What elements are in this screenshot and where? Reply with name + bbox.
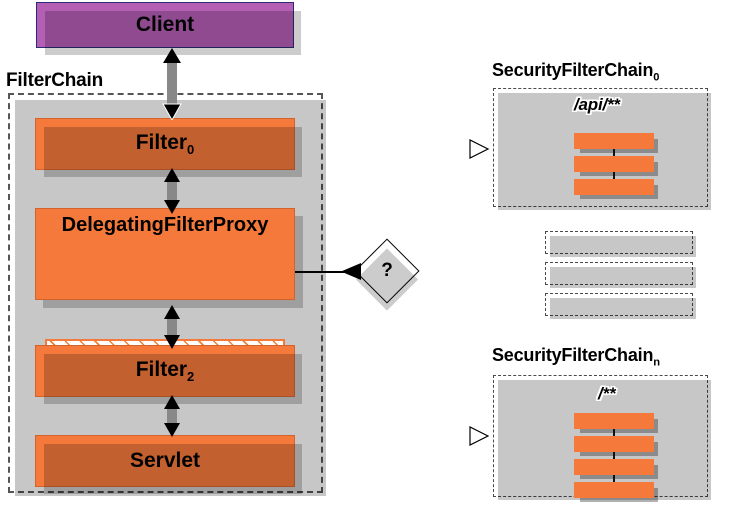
arrowhead-decision-left <box>341 263 361 280</box>
arrowhead-into-chain-n <box>469 425 490 447</box>
chain-n-filter-bar[interactable] <box>574 459 658 479</box>
servlet-label: Servlet <box>129 449 201 472</box>
decision-label: ? <box>381 260 393 281</box>
client-label: Client <box>135 13 195 36</box>
servlet-box[interactable]: Servlet <box>35 435 302 494</box>
security-filter-chain-0-pattern: /api/** <box>574 95 620 114</box>
delegating-filter-proxy-label: DelegatingFilterProxy <box>61 214 269 236</box>
chain-0-filter-bar[interactable] <box>574 156 658 176</box>
chain-n-filter-bar[interactable] <box>574 413 658 433</box>
arrow-client-filter0 <box>162 48 182 120</box>
filter-2-label: Filter2 <box>135 357 195 385</box>
arrow-delegating-filter2 <box>164 305 180 349</box>
chain-n-bar-connector <box>613 452 615 459</box>
filterchain-label: FilterChain <box>6 70 104 91</box>
arrow-filter0-delegating <box>164 168 180 214</box>
other-chain-placeholder <box>545 262 696 288</box>
delegating-filter-proxy-group[interactable]: DelegatingFilterProxy FilterChainProxy <box>35 208 303 383</box>
chain-n-bar-connector <box>613 429 615 436</box>
security-filter-chain-n-label: SecurityFilterChainn <box>492 345 661 369</box>
arrowhead-into-chain-0 <box>469 138 490 160</box>
delegating-filter-proxy-box[interactable]: DelegatingFilterProxy <box>35 208 295 300</box>
client-box[interactable]: Client <box>36 2 301 55</box>
chain-n-filter-bar[interactable] <box>574 482 658 502</box>
arrow-filter2-servlet <box>164 395 180 437</box>
security-filter-chain-0-filters <box>574 133 660 199</box>
filter-2-box[interactable]: Filter2 <box>35 345 302 404</box>
other-chain-placeholder <box>545 231 696 257</box>
other-chain-placeholder <box>545 293 696 319</box>
chain-0-filter-bar[interactable] <box>574 133 658 153</box>
chain-n-filter-bar[interactable] <box>574 436 658 456</box>
security-filter-chain-n-filters <box>574 413 660 503</box>
security-filter-chain-0-label: SecurityFilterChain0 <box>492 60 660 84</box>
filter-0-box[interactable]: Filter0 <box>35 118 302 177</box>
security-filter-chain-n-pattern: /** <box>598 384 616 403</box>
decision-diamond[interactable]: ? <box>354 238 420 304</box>
connector-proxy-to-decision <box>295 271 357 273</box>
chain-0-filter-bar[interactable] <box>574 179 658 199</box>
chain-0-bar-connector <box>613 172 615 179</box>
filter-0-label: Filter0 <box>135 130 195 158</box>
chain-n-bar-connector <box>613 475 615 482</box>
chain-0-bar-connector <box>613 149 615 156</box>
